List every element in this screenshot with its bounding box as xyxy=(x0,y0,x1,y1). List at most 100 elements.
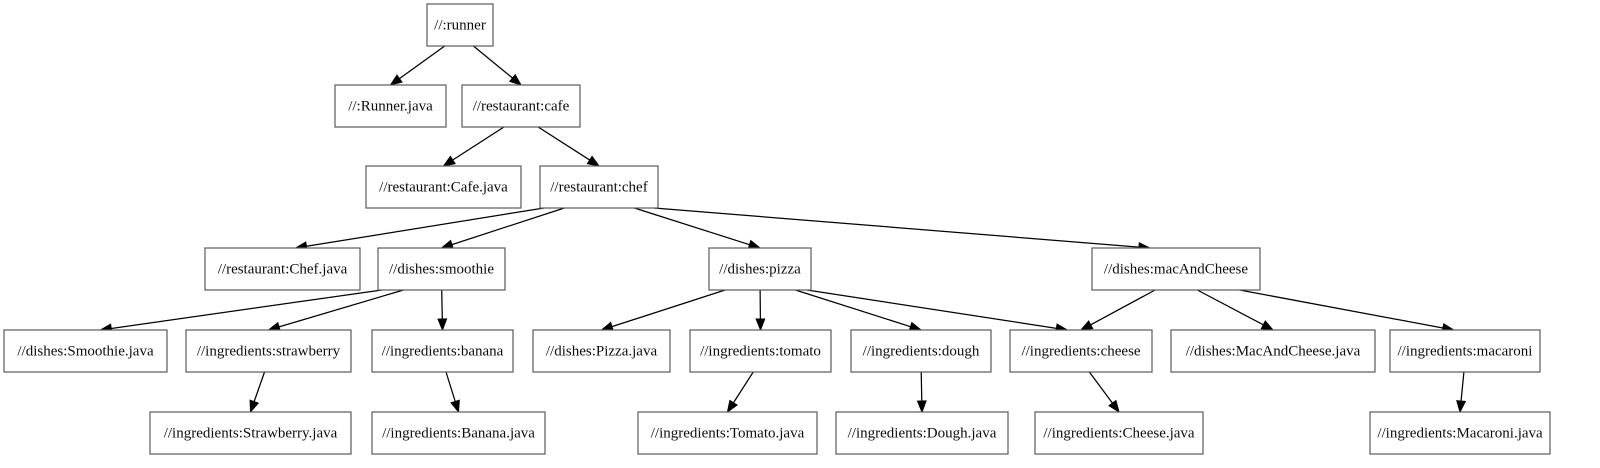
node-label: //restaurant:cafe xyxy=(473,98,570,114)
node-label: //ingredients:Cheese.java xyxy=(1043,425,1195,441)
node-box[interactable] xyxy=(532,329,671,373)
edge-arrowhead-icon xyxy=(1108,399,1120,414)
graph-node-cheese_java[interactable]: //ingredients:Cheese.java xyxy=(1034,411,1204,455)
graph-edge xyxy=(98,289,383,334)
node-box[interactable] xyxy=(426,3,494,47)
graph-node-chef_java[interactable]: //restaurant:Chef.java xyxy=(204,247,361,291)
graph-edge xyxy=(294,207,545,252)
graph-node-cafe_java[interactable]: //restaurant:Cafe.java xyxy=(365,165,522,209)
graph-edge xyxy=(634,207,762,250)
graph-node-macaroni_java[interactable]: //ingredients:Macaroni.java xyxy=(1369,411,1551,455)
graph-edge xyxy=(653,207,1152,253)
node-box[interactable] xyxy=(1034,411,1204,455)
graph-node-strawberry_java[interactable]: //ingredients:Strawberry.java xyxy=(149,411,352,455)
node-label: //ingredients:banana xyxy=(382,343,504,359)
graph-node-runner_java[interactable]: //:Runner.java xyxy=(334,84,447,128)
node-label: //ingredients:Macaroni.java xyxy=(1377,425,1543,441)
node-box[interactable] xyxy=(371,329,514,373)
graph-node-dishes_macandchs[interactable]: //dishes:macAndCheese xyxy=(1091,247,1261,291)
node-box[interactable] xyxy=(3,329,168,373)
node-box[interactable] xyxy=(185,329,352,373)
graph-node-restaurant_chef[interactable]: //restaurant:chef xyxy=(539,165,659,209)
graph-node-dough_java[interactable]: //ingredients:Dough.java xyxy=(835,411,1009,455)
node-box[interactable] xyxy=(637,411,818,455)
node-label: //ingredients:strawberry xyxy=(197,343,341,359)
graph-edge xyxy=(1456,371,1467,414)
edge-arrowhead-icon xyxy=(755,318,766,332)
edge-line xyxy=(306,207,545,247)
node-box[interactable] xyxy=(1369,411,1551,455)
graph-node-ing_banana[interactable]: //ingredients:banana xyxy=(371,329,514,373)
graph-edge xyxy=(795,289,923,332)
node-box[interactable] xyxy=(461,84,581,128)
graph-edge xyxy=(1079,289,1156,331)
edge-arrowhead-icon xyxy=(726,399,738,414)
node-label: //dishes:MacAndCheese.java xyxy=(1186,343,1361,359)
edge-line xyxy=(1197,289,1264,326)
edge-arrowhead-icon xyxy=(1456,400,1467,414)
graph-edge xyxy=(600,289,726,332)
node-label: //ingredients:cheese xyxy=(1021,343,1140,359)
graph-node-tomato_java[interactable]: //ingredients:Tomato.java xyxy=(637,411,818,455)
node-box[interactable] xyxy=(850,329,992,373)
graph-edge xyxy=(1197,289,1275,331)
node-label: //dishes:smoothie xyxy=(389,261,494,277)
edge-line xyxy=(806,289,1057,329)
edge-arrowhead-icon xyxy=(437,318,448,332)
edge-line xyxy=(1239,289,1444,329)
node-box[interactable] xyxy=(1009,329,1153,373)
graph-edge xyxy=(806,289,1069,334)
graph-edge xyxy=(389,45,446,86)
node-box[interactable] xyxy=(689,329,832,373)
node-box[interactable] xyxy=(334,84,447,128)
graph-edge xyxy=(442,126,505,167)
graph-edge xyxy=(1239,289,1456,333)
edge-line xyxy=(795,289,911,328)
edge-arrowhead-icon xyxy=(1260,320,1275,331)
graph-node-macandcheese_java[interactable]: //dishes:MacAndCheese.java xyxy=(1170,329,1376,373)
graph-node-dishes_pizza[interactable]: //dishes:pizza xyxy=(708,247,812,291)
edge-line xyxy=(611,289,726,328)
graph-node-ing_macaroni[interactable]: //ingredients:macaroni xyxy=(1389,329,1541,373)
node-label: //ingredients:Strawberry.java xyxy=(164,425,338,441)
node-box[interactable] xyxy=(1389,329,1541,373)
node-box[interactable] xyxy=(539,165,659,209)
graph-node-restaurant_cafe[interactable]: //restaurant:cafe xyxy=(461,84,581,128)
node-label: //:runner xyxy=(434,17,486,33)
graph-edge xyxy=(916,371,927,414)
graph-node-dishes_smoothie[interactable]: //dishes:smoothie xyxy=(377,247,506,291)
node-box[interactable] xyxy=(371,411,546,455)
edge-line xyxy=(920,371,923,402)
node-label: //dishes:Pizza.java xyxy=(546,343,658,359)
edge-arrowhead-icon xyxy=(450,399,460,414)
node-label: //ingredients:Dough.java xyxy=(848,425,997,441)
graph-node-ing_dough[interactable]: //ingredients:dough xyxy=(850,329,992,373)
node-box[interactable] xyxy=(708,247,812,291)
node-box[interactable] xyxy=(377,247,506,291)
node-box[interactable] xyxy=(149,411,352,455)
edge-line xyxy=(111,289,383,330)
node-label: //dishes:Smoothie.java xyxy=(17,343,154,359)
edge-line xyxy=(537,126,591,161)
graph-node-ing_cheese[interactable]: //ingredients:cheese xyxy=(1009,329,1153,373)
node-box[interactable] xyxy=(204,247,361,291)
graph-edge xyxy=(267,289,404,332)
graph-node-pizza_java[interactable]: //dishes:Pizza.java xyxy=(532,329,671,373)
graph-node-ing_tomato[interactable]: //ingredients:tomato xyxy=(689,329,832,373)
graph-node-runner[interactable]: //:runner xyxy=(426,3,494,47)
edge-arrowhead-icon xyxy=(1079,320,1094,331)
node-box[interactable] xyxy=(835,411,1009,455)
node-box[interactable] xyxy=(365,165,522,209)
edge-line xyxy=(253,371,266,402)
graph-node-banana_java[interactable]: //ingredients:Banana.java xyxy=(371,411,546,455)
graph-node-smoothie_java[interactable]: //dishes:Smoothie.java xyxy=(3,329,168,373)
node-box[interactable] xyxy=(1091,247,1261,291)
edge-line xyxy=(634,207,750,246)
graph-edge xyxy=(473,45,523,86)
node-box[interactable] xyxy=(1170,329,1376,373)
node-label: //restaurant:Chef.java xyxy=(218,261,348,277)
edge-arrowhead-icon xyxy=(916,400,927,414)
node-label: //ingredients:tomato xyxy=(700,343,821,359)
graph-node-ing_strawberry[interactable]: //ingredients:strawberry xyxy=(185,329,352,373)
